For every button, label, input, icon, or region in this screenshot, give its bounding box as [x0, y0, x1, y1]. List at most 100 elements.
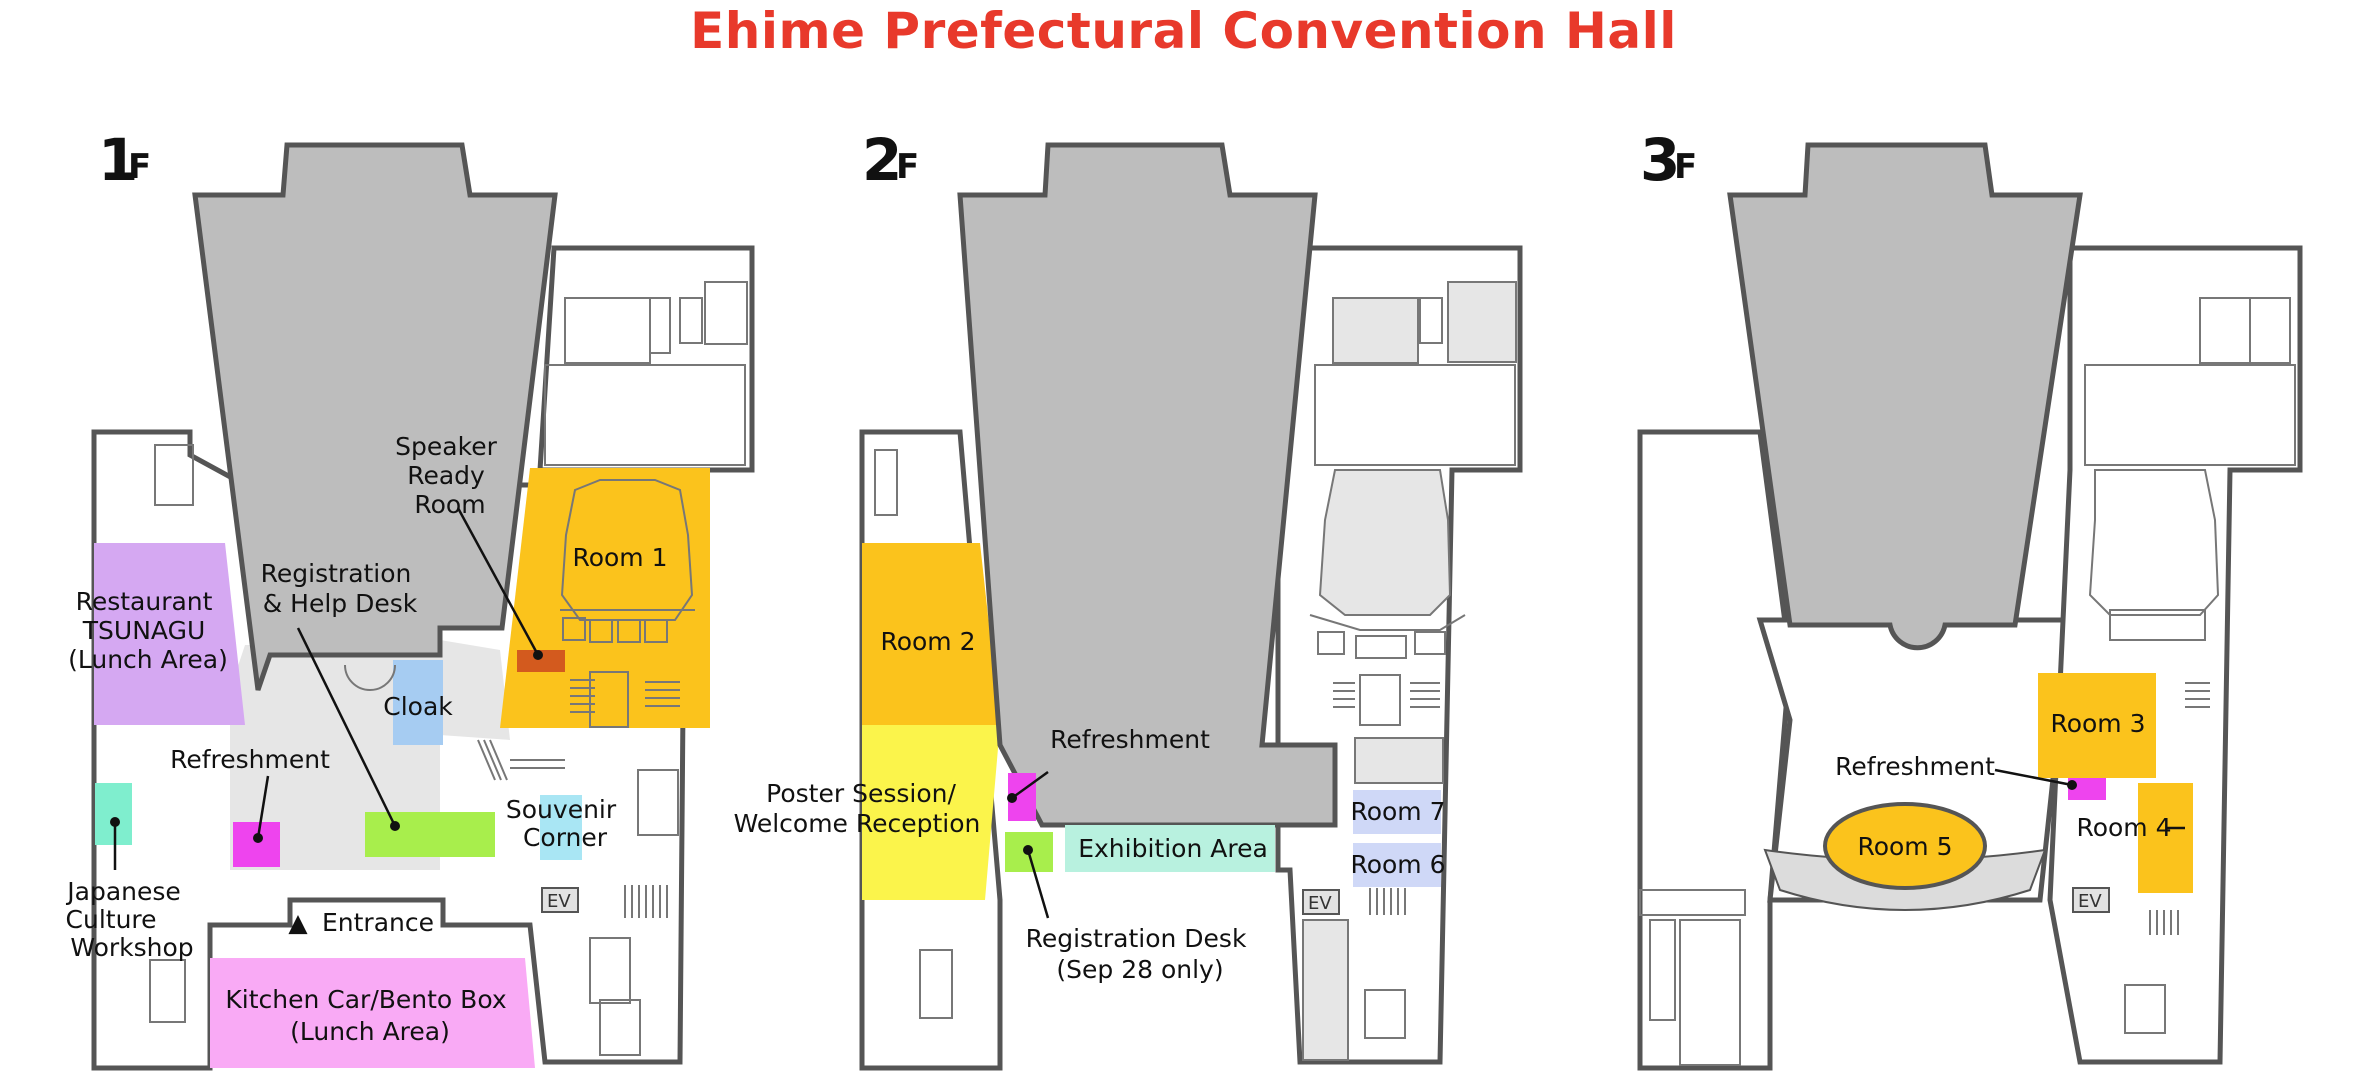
room-1-seating: [560, 479, 694, 621]
floor-3-annex-room-2: [2249, 297, 2291, 364]
floor-2-misc-room: [1364, 989, 1406, 1039]
floor-3-annex-hall: [2084, 364, 2296, 466]
floor-3-misc-room-2: [1649, 919, 1676, 1021]
room-1-door: [589, 671, 629, 728]
speaker-ready-room-area: [517, 650, 565, 672]
floor-2-registration-label: Registration Desk (Sep 28 only): [1026, 924, 1255, 984]
cloak-area: [393, 660, 443, 745]
room-2-label: Room 2: [880, 627, 975, 656]
room-3-label: Room 3: [2050, 709, 2145, 738]
room-4-area: [2138, 783, 2193, 893]
floor-2-registration-leader: [1026, 849, 1050, 919]
speaker-leader-dot: [533, 650, 543, 660]
room-5-area: [1823, 802, 1987, 890]
floor-1-refreshment-label: Refreshment: [170, 745, 330, 774]
poster-session-label: Poster Session/ Welcome Reception: [734, 779, 981, 838]
floor-2-elevator: [1302, 889, 1340, 915]
refreshment-leader-dot: [253, 833, 263, 843]
room-1-label: Room 1: [572, 543, 667, 572]
floor-2-box-2: [1355, 635, 1407, 659]
cloak-label: Cloak: [383, 692, 453, 721]
souvenir-corner-area: [540, 795, 582, 860]
restaurant-label: Restaurant TSUNAGU (Lunch Area): [68, 587, 228, 674]
room-7-label: Room 7: [1350, 797, 1445, 826]
floor-2-balcony-rail: [1309, 614, 1466, 631]
floor-2-small-room: [874, 449, 898, 516]
floor-2-annex-hall: [1314, 364, 1516, 466]
floor-1-main-hall: [192, 142, 558, 691]
floor-1-misc-room-1: [589, 937, 631, 1004]
floor-2-suffix: F: [896, 147, 919, 187]
floor-2-annex-box-2: [1447, 281, 1517, 363]
map-title: Ehime Prefectural Convention Hall: [690, 2, 1677, 60]
kitchen-car-label: Kitchen Car/Bento Box (Lunch Area): [225, 985, 514, 1046]
souvenir-corner-label: Souvenir Corner: [506, 795, 624, 852]
floor-3-refreshment-dot: [2067, 780, 2077, 790]
japanese-culture-area: [95, 783, 132, 845]
room-6-area: [1353, 843, 1441, 887]
floor-1-ev-label: EV: [547, 891, 571, 912]
floor-2-stairs: [1333, 682, 1440, 915]
kitchen-car-area: [210, 958, 535, 1068]
floor-2-service-room: [1302, 919, 1349, 1061]
floor-2-grey-room: [1354, 737, 1444, 784]
floor-1-registration-area: [365, 812, 495, 857]
room-3-area: [2038, 673, 2156, 778]
floor-2: 2 F: [734, 126, 1523, 1071]
floor-2-box-1: [1317, 631, 1345, 655]
floor-3-balcony: [2088, 469, 2220, 616]
room-6-label: Room 6: [1350, 850, 1445, 879]
floor-3-misc-room-4: [2124, 984, 2166, 1034]
floor-3-refreshment-leader: [1994, 768, 2073, 787]
floor-1-refreshment-area: [233, 822, 280, 867]
registration-leader-line: [296, 627, 397, 827]
exhibition-area-label: Exhibition Area: [1078, 834, 1268, 863]
poster-session-area: [862, 725, 1000, 900]
floor-2-refreshment-dot: [1007, 793, 1017, 803]
floor-3-balcony-box: [2109, 609, 2206, 641]
speaker-ready-room-label: Speaker Ready Room: [395, 432, 505, 519]
restaurant-area: [94, 543, 245, 725]
floor-1-arc: [344, 664, 396, 691]
floor-1-misc-room-4: [149, 959, 186, 1023]
floor-3-suffix: F: [1674, 147, 1697, 187]
floor-3-main-hall: [1727, 142, 2083, 651]
refreshment-leader-line: [256, 775, 270, 839]
floor-2-refreshment-label: Refreshment: [1050, 725, 1210, 754]
floor-1-annex-box: [679, 297, 703, 344]
floor-1-annex-stair: [649, 297, 671, 354]
floor-2-refreshment-leader: [1011, 770, 1049, 800]
floor-3-refreshment-label: Refreshment: [1835, 752, 1995, 781]
registration-help-desk-label: Registration & Help Desk: [261, 559, 420, 618]
floor-1-small-room: [154, 444, 194, 506]
registration-leader-dot: [390, 821, 400, 831]
floor-1-misc-room-2: [599, 999, 641, 1056]
room-7-area: [1353, 790, 1441, 834]
entrance-marker: ▲: [288, 908, 308, 937]
floor-1: 1 F: [65, 126, 755, 1071]
floor-1-annex-hall: [544, 364, 746, 466]
exhibition-area: [1065, 825, 1275, 872]
room-1-box-2: [589, 619, 613, 643]
floor-2-registration-dot: [1023, 845, 1033, 855]
floor-2-main-hall: [957, 142, 1338, 828]
room-5-label: Room 5: [1857, 832, 1952, 861]
floor-2-door: [1359, 674, 1401, 726]
floor-2-balcony: [1318, 469, 1452, 616]
floor-3-number: 3: [1640, 126, 1680, 194]
japanese-leader-dot: [110, 817, 120, 827]
floor-3-misc-room-3: [1679, 919, 1741, 1066]
floor-3-building-outline: [1637, 429, 1793, 1071]
floor-3-elevator: [2072, 887, 2110, 913]
floor-2-misc-room-2: [919, 949, 953, 1019]
floor-2-annex-box: [1419, 297, 1443, 344]
floor-3-ev-label: EV: [2078, 891, 2102, 912]
floor-3-misc-room-1: [1639, 889, 1746, 916]
floor-2-box-3: [1414, 631, 1446, 655]
room-4-label: Room 4: [2076, 813, 2171, 842]
room-2-area: [862, 543, 1000, 725]
japanese-culture-label: Japanese Culture Workshop: [65, 877, 193, 962]
floor-3-refreshment-area: [2068, 778, 2106, 800]
floor-1-elevator: [541, 887, 579, 913]
